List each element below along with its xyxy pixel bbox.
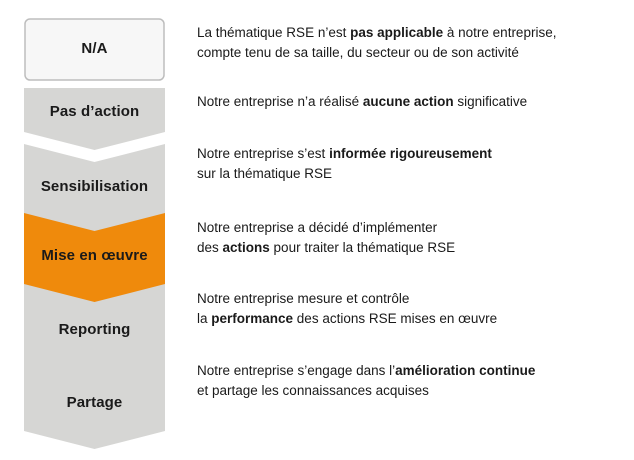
step-description: Notre entreprise s’engage dans l’amélior… xyxy=(197,361,617,401)
description-emphasis: actions xyxy=(222,240,270,255)
step-description: Notre entreprise s’est informée rigoureu… xyxy=(197,144,617,184)
description-line: sur la thématique RSE xyxy=(197,164,617,184)
step-label: Reporting xyxy=(58,321,131,338)
description-emphasis: aucune action xyxy=(362,94,454,109)
step-chevron-shape xyxy=(24,284,165,376)
step-description: Notre entreprise mesure et contrôle la pe… xyxy=(197,289,617,329)
description-line: Notre entreprise a décidé d’implémenter xyxy=(197,218,617,238)
description-text: Notre entreprise a décidé d’implémenter xyxy=(197,220,438,235)
description-line: La thématique RSE n’est pas applicable à… xyxy=(197,23,617,43)
description-emphasis: performance xyxy=(211,311,294,326)
description-text: compte tenu de sa taille, du secteur ou … xyxy=(197,45,519,60)
step-label: N/A xyxy=(81,40,108,57)
description-emphasis: informée rigoureusement xyxy=(329,146,492,161)
description-text: la xyxy=(197,311,212,326)
description-emphasis: amélioration continue xyxy=(395,363,536,378)
step-chevron-shape xyxy=(24,88,165,150)
step-chevron-shape xyxy=(24,357,165,449)
description-text: Notre entreprise s’engage dans l’ xyxy=(197,363,396,378)
description-text: à notre entreprise, xyxy=(443,25,557,40)
step-chevron-shape xyxy=(24,144,165,236)
description-text: pour traiter la thématique RSE xyxy=(269,240,456,255)
description-line: et partage les connaissances acquises xyxy=(197,381,617,401)
step-chevron-shape xyxy=(24,213,165,305)
step-box-shape xyxy=(24,18,165,81)
step-label: Partage xyxy=(66,394,123,411)
description-text: La thématique RSE n’est xyxy=(197,25,351,40)
step-description: La thématique RSE n’est pas applicable à… xyxy=(197,23,617,63)
description-emphasis: pas applicable xyxy=(350,25,444,40)
description-line: des actions pour traiter la thématique R… xyxy=(197,238,617,258)
step-description: Notre entreprise n’a réalisé aucune acti… xyxy=(197,92,617,112)
description-text: sur la thématique RSE xyxy=(197,166,333,181)
description-line: la performance des actions RSE mises en … xyxy=(197,309,617,329)
description-line: compte tenu de sa taille, du secteur ou … xyxy=(197,43,617,63)
description-text: des xyxy=(197,240,223,255)
description-text: Notre entreprise n’a réalisé xyxy=(197,94,363,109)
description-line: Notre entreprise mesure et contrôle xyxy=(197,289,617,309)
step-label: Pas d’action xyxy=(49,103,140,120)
description-line: Notre entreprise s’engage dans l’amélior… xyxy=(197,361,617,381)
description-text: des actions RSE mises en œuvre xyxy=(293,311,498,326)
step-label: Sensibilisation xyxy=(40,178,149,195)
step-label: Mise en œuvre xyxy=(41,247,148,264)
description-text: Notre entreprise s’est xyxy=(197,146,330,161)
step-description: Notre entreprise a décidé d’implémenter d… xyxy=(197,218,617,258)
description-text: Notre entreprise mesure et contrôle xyxy=(197,291,410,306)
description-line: Notre entreprise n’a réalisé aucune acti… xyxy=(197,92,617,112)
description-text: et partage les connaissances acquises xyxy=(197,383,429,398)
description-text: significative xyxy=(453,94,528,109)
description-line: Notre entreprise s’est informée rigoureu… xyxy=(197,144,617,164)
